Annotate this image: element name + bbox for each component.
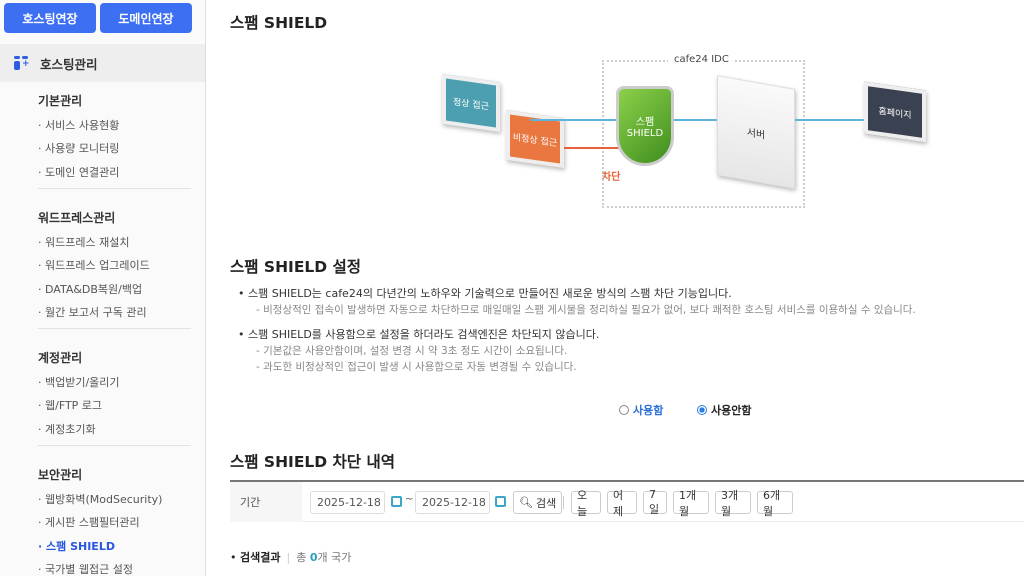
- sidebar-item[interactable]: · 웹/FTP 로그: [38, 399, 103, 413]
- block-flow-arrow: [564, 147, 622, 149]
- page-title: 스팸 SHIELD: [230, 14, 328, 32]
- quick-period-button[interactable]: 6개월: [757, 489, 793, 518]
- menu-title: 호스팅관리: [40, 56, 98, 72]
- sidebar-item[interactable]: · DATA&DB복원/백업: [38, 282, 143, 296]
- hosting-extend-button[interactable]: 호스팅연장: [4, 3, 96, 33]
- sidebar-section-title: 기본관리: [38, 94, 83, 108]
- settings-bullet: • 스팸 SHIELD를 사용함으로 설정을 하더라도 검색엔진은 차단되지 않…: [238, 328, 600, 341]
- quick-period-button[interactable]: 어제: [607, 489, 637, 518]
- search-button[interactable]: 🔍︎검색: [513, 491, 563, 514]
- sidebar-section-title: 워드프레스관리: [38, 210, 116, 225]
- search-result-summary: • 검색결과|총 0개 국가: [230, 551, 352, 564]
- search-icon: 🔍︎: [519, 496, 533, 509]
- sidebar-item[interactable]: · 서비스 사용현황: [38, 119, 120, 132]
- quick-period-button[interactable]: 7일: [643, 488, 667, 516]
- settings-sub-text: - 과도한 비정상적인 접근이 발생 시 사용함으로 자동 변경될 수 있습니다…: [256, 361, 577, 373]
- sidebar-item[interactable]: · 사용량 모니터링: [38, 142, 120, 156]
- settings-title: 스팸 SHIELD 설정: [230, 258, 362, 276]
- sidebar-item[interactable]: · 워드프레스 업그레이드: [38, 259, 150, 273]
- sidebar-item[interactable]: · 백업받기/올리기: [38, 376, 120, 390]
- sidebar-item[interactable]: · 계정초기화: [38, 422, 96, 436]
- end-date-input[interactable]: 2025-12-18: [415, 491, 490, 514]
- domain-extend-button[interactable]: 도메인연장: [100, 3, 192, 33]
- homepage-monitor: 홈페이지: [864, 81, 926, 143]
- radio-not-use[interactable]: 사용안함: [697, 402, 751, 418]
- history-title: 스팸 SHIELD 차단 내역: [230, 453, 395, 471]
- quick-period-button[interactable]: 3개월: [715, 489, 751, 518]
- block-label: 차단: [602, 172, 621, 183]
- quick-period-button[interactable]: 1개월: [673, 489, 709, 518]
- quick-period-button[interactable]: 오늘: [571, 489, 601, 518]
- server-icon: 서버: [717, 75, 795, 189]
- hosting-menu-header[interactable]: + 호스팅관리: [0, 44, 205, 82]
- sidebar-item[interactable]: · 게시판 스팸필터관리: [38, 516, 140, 530]
- sidebar-item[interactable]: · 월간 보고서 구독 관리: [38, 305, 147, 319]
- sidebar-divider: [38, 187, 191, 189]
- settings-sub-text: - 비정상적인 접속이 발생하면 자동으로 차단하므로 매일매일 스팸 게시물을…: [256, 304, 916, 316]
- radio-use[interactable]: 사용함: [619, 402, 663, 418]
- settings-sub-text: - 기본값은 사용안함이며, 설정 변경 시 약 3초 정도 시간이 소요됩니다…: [256, 345, 568, 357]
- sidebar-item[interactable]: · 국가별 웹접근 설정: [38, 562, 133, 576]
- sidebar-divider: [38, 445, 191, 446]
- idc-label: cafe24 IDC: [668, 54, 735, 65]
- sidebar-divider: [38, 328, 191, 330]
- sidebar-section-title: 보안관리: [38, 468, 83, 482]
- main-content: 스팸 SHIELD cafe24 IDC 정상 접근 비정상 접근 차단 스팸 …: [230, 0, 1024, 576]
- normal-access-monitor: 정상 접근: [442, 73, 500, 133]
- period-label: 기간: [230, 482, 302, 522]
- sidebar: 호스팅연장 도메인연장 + 호스팅관리 기본관리 · 서비스 사용현황 · 사용량 …: [0, 0, 206, 576]
- grid-icon: +: [14, 56, 30, 70]
- sidebar-section-title: 계정관리: [38, 351, 83, 366]
- spam-shield-diagram: cafe24 IDC 정상 접근 비정상 접근 차단 스팸 SHIELD 서버 …: [430, 50, 950, 220]
- date-separator: ~: [405, 494, 414, 505]
- settings-bullet: • 스팸 SHIELD는 cafe24의 다년간의 노하우와 기술력으로 만들어…: [238, 287, 732, 300]
- start-date-input[interactable]: 2025-12-18: [310, 491, 385, 514]
- sidebar-item[interactable]: · 워드프레스 재설치: [38, 235, 130, 249]
- sidebar-item[interactable]: · 웹방화벽(ModSecurity): [38, 493, 163, 506]
- sidebar-item[interactable]: · 스팸 SHIELD: [38, 539, 115, 553]
- calendar-icon[interactable]: [495, 496, 506, 507]
- sidebar-item[interactable]: · 도메인 연결관리: [38, 165, 120, 179]
- shield-icon: 스팸 SHIELD: [616, 86, 674, 166]
- calendar-icon[interactable]: [391, 496, 402, 507]
